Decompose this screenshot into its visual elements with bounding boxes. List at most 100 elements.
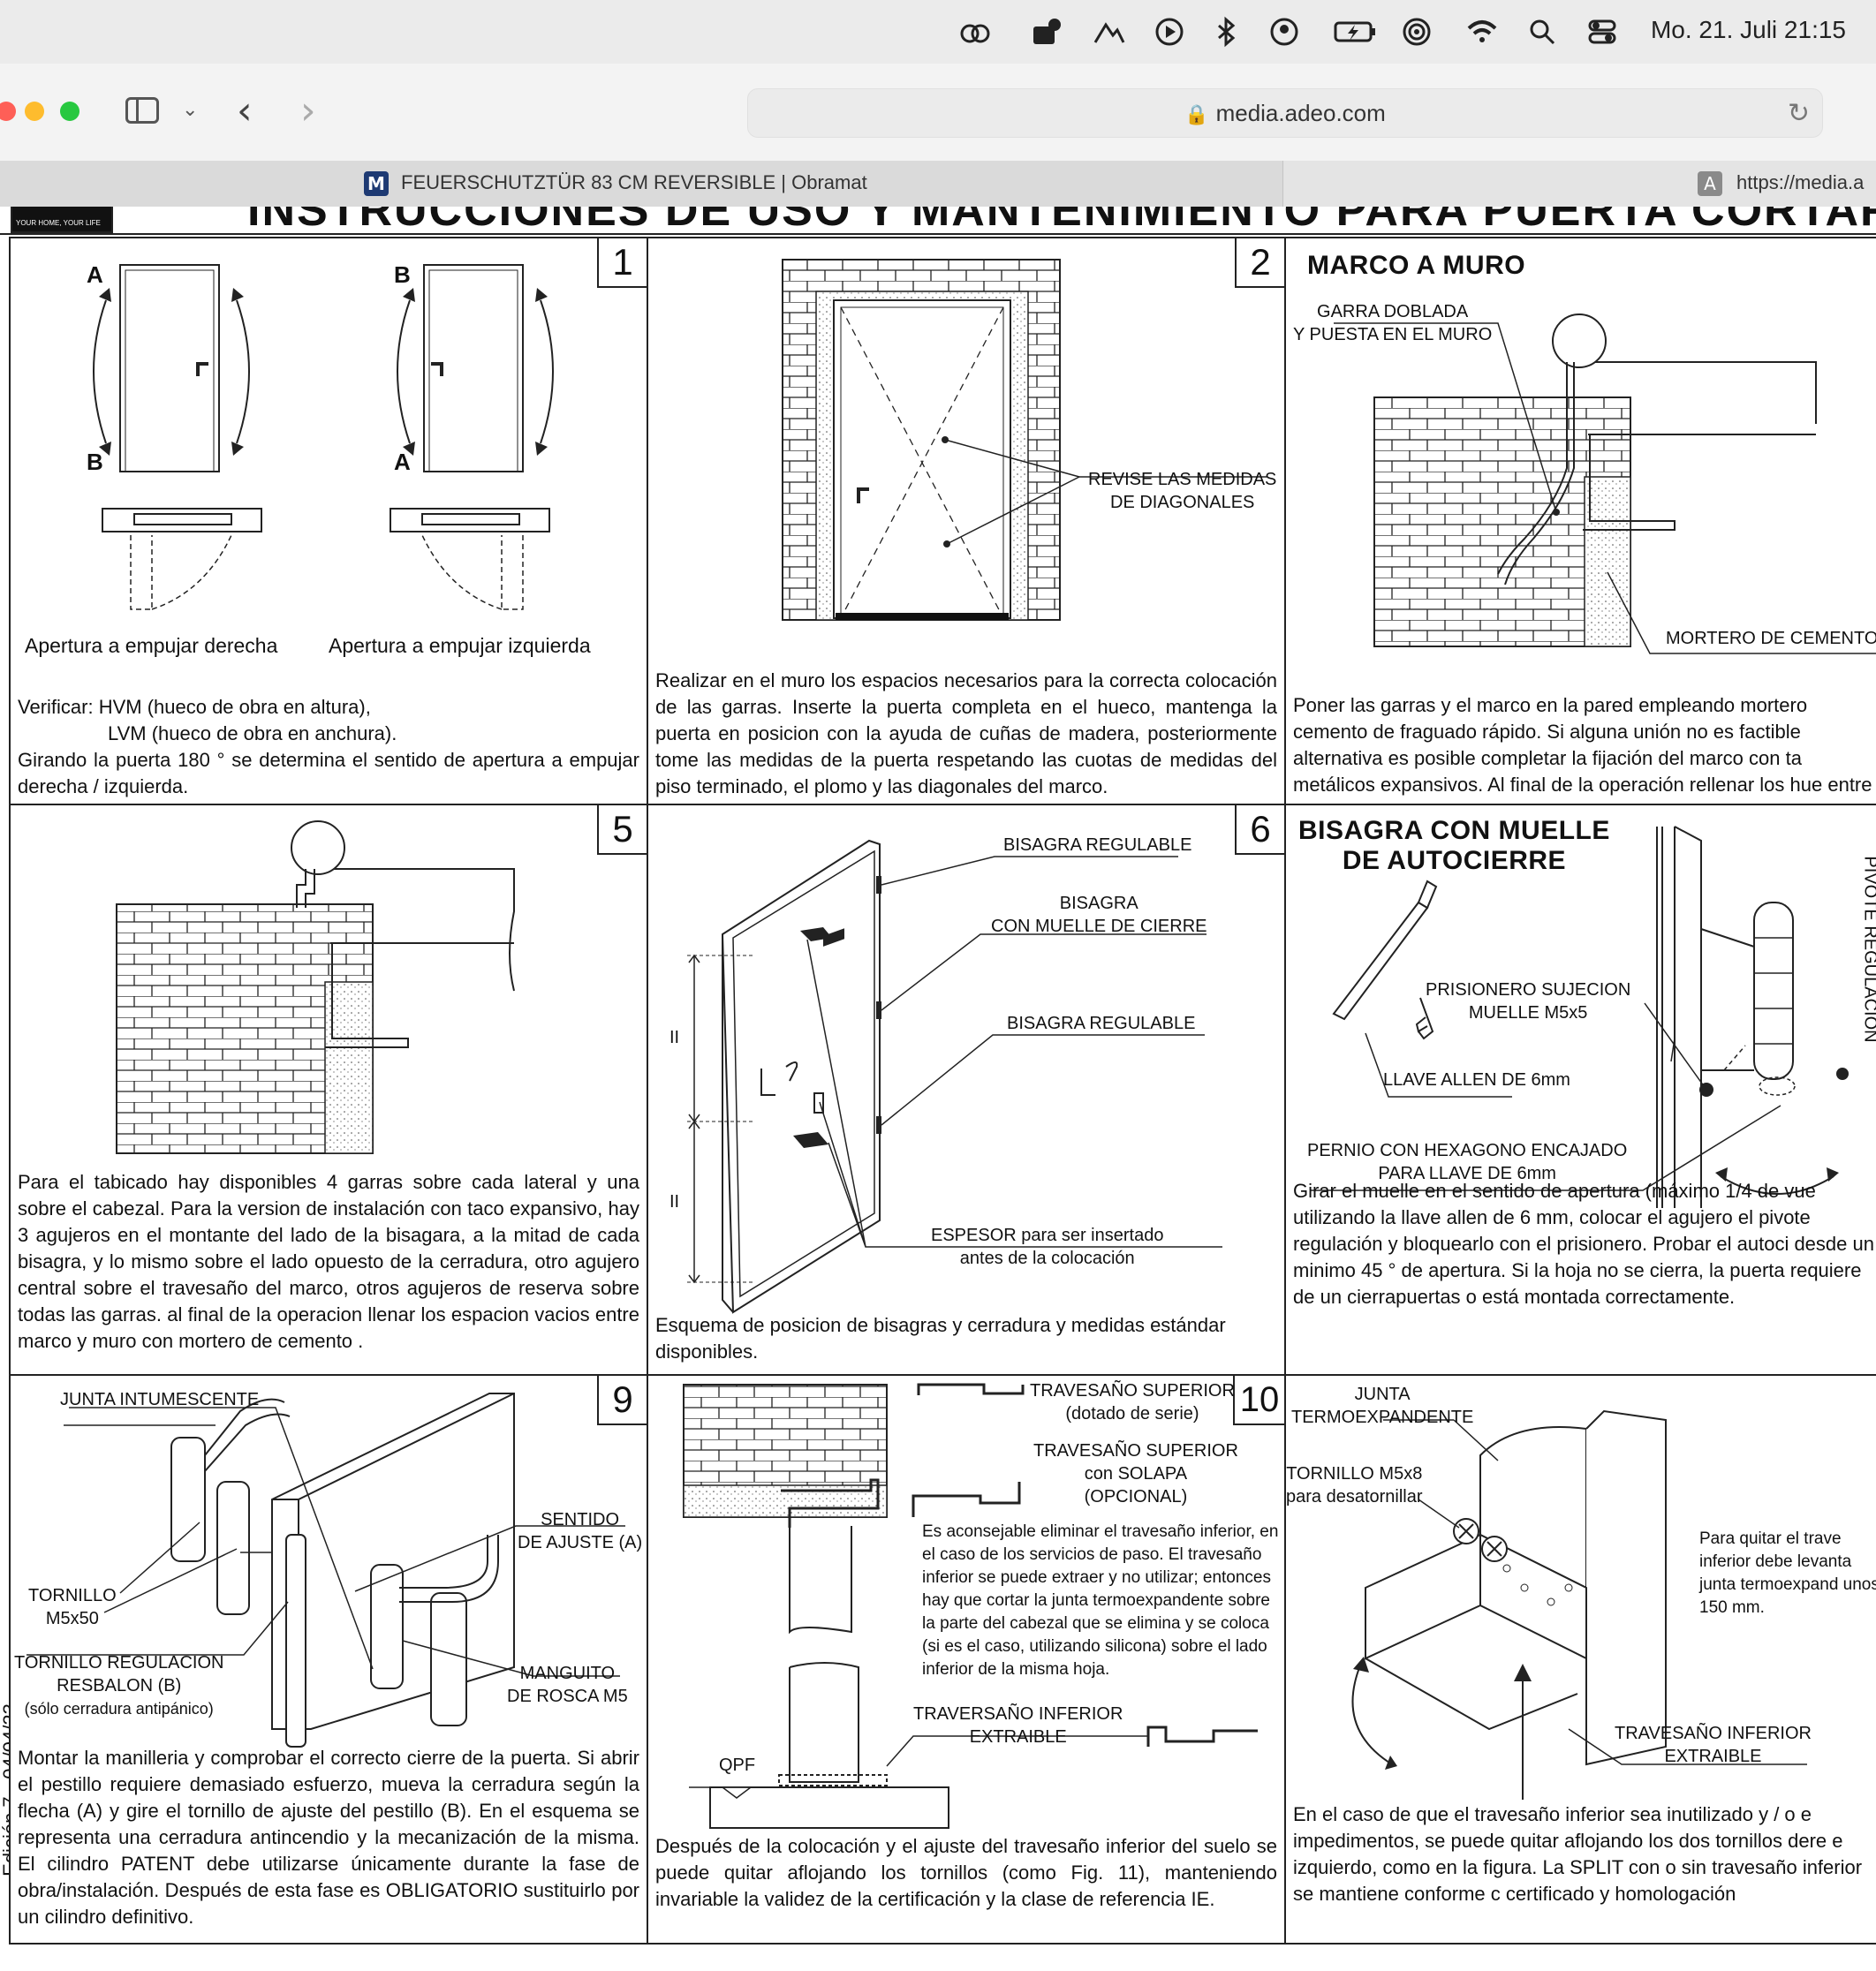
label-dimension: II [669,1192,680,1212]
tab-inactive[interactable]: A https://media.a [1282,161,1876,207]
subtitle-left-opening: Apertura a empujar izquierda [329,634,591,657]
brand-logo: YOUR HOME, YOUR LIFE [11,207,113,233]
reload-icon[interactable]: ↻ [1787,98,1810,129]
dropbox-icon[interactable] [1030,16,1062,48]
panel-caption: Realizar en el muro los espacios necesar… [655,669,1277,797]
callout-screw-m5x8: TORNILLO M5x8 para desatornillar [1286,1464,1423,1507]
panel-number: 1 [597,238,647,288]
label-a: A [87,261,103,288]
control-center-icon[interactable] [1586,16,1618,48]
panel-title: MARCO A MURO [1307,251,1526,280]
zoom-window-button[interactable] [60,102,79,121]
panel-frame-to-wall: MARCO A MURO GARRA DOBLADA Y PUESTA EN E… [1284,237,1876,805]
airdrop-icon[interactable] [1401,16,1433,48]
lock-icon: 🔒 [1184,103,1209,125]
menu-bar: Mo. 21. Juli 21:15 [0,0,1876,64]
tab-label: https://media.a [1736,171,1865,193]
panel-number: 6 [1235,805,1284,855]
tab-label: FEUERSCHUTZTÜR 83 CM REVERSIBLE | Obrama… [401,171,867,193]
panel-2: 2 REVISE LAS MEDIDAS [647,237,1286,805]
panel-number: 9 [597,1376,647,1425]
callout-adjustable-hinge: BISAGRA REGULABLE [1003,835,1192,855]
callout-set-screw: PRISIONERO SUJECION MUELLE M5x5 [1426,980,1631,1023]
callout-hex-pin: PERNIO CON HEXAGONO ENCAJADO PARA LLAVE … [1307,1141,1628,1183]
tab-active[interactable]: M FEUERSCHUTZTÜR 83 CM REVERSIBLE | Obra… [0,161,1283,207]
panel-number: 5 [597,805,647,855]
forward-button[interactable]: › [300,88,316,133]
address-bar[interactable]: 🔒media.adeo.com ↻ [747,88,1823,138]
logo-tagline: YOUR HOME, YOUR LIFE [16,219,101,227]
label-b: B [394,261,411,288]
callout-adjust-direction: SENTIDO DE AJUSTE (A) [518,1510,643,1552]
door-frame-in-wall-diagram [782,259,1267,621]
callout-bottom-rail: TRAVERSAÑO INFERIOR EXTRAIBLE [913,1704,1123,1747]
panel-caption-line: Verificar: HVM (hueco de obra en altura)… [18,696,371,718]
callout-thread-sleeve: MANGUITO DE ROSCA M5 [507,1664,628,1706]
panel-caption: Después de la colocación y el ajuste del… [655,1835,1277,1910]
panel-1: 1 A B [9,237,648,805]
battery-icon[interactable] [1334,16,1376,48]
side-note: Para quitar el trave inferior debe levan… [1699,1529,1876,1617]
play-icon[interactable] [1154,16,1185,48]
panel-bottom-rail-removal: JUNTA TERMOEXPANDENTE TORNILLO M5x8 para… [1284,1374,1876,1945]
label-b: B [87,449,103,475]
minimize-window-button[interactable] [25,102,44,121]
user-icon[interactable] [1268,16,1300,48]
callout-bent-claw: GARRA DOBLADA Y PUESTA EN EL MURO [1293,302,1493,344]
creative-cloud-icon[interactable] [959,16,991,48]
rail-note: Es aconsejable eliminar el travesaño inf… [922,1522,1279,1679]
callout-thickness: ESPESOR para ser insertado antes de la c… [931,1226,1164,1268]
tab-favicon: M [364,171,389,196]
panel-caption: Esquema de posicion de bisagras y cerrad… [655,1314,1226,1363]
wifi-icon[interactable] [1466,16,1498,48]
tab-favicon: A [1698,171,1722,196]
callout-allen-key: LLAVE ALLEN DE 6mm [1383,1070,1570,1090]
header-title: INSTRUCCIONES DE USO Y MANTENIMIENTO PAR… [247,207,1876,236]
callout-bottom-rail: TRAVESAÑO INFERIOR EXTRAIBLE [1615,1724,1812,1766]
panel-caption: Girar el muelle en el sentido de apertur… [1293,1180,1874,1308]
frame-anchor-section-diagram [116,820,515,1154]
close-window-button[interactable] [0,102,16,121]
frame-anchor-diagram [1334,313,1876,654]
label-a: A [394,449,411,475]
url-text: 🔒media.adeo.com [1184,100,1386,126]
chevron-down-icon[interactable]: ⌄ [182,99,199,121]
back-button[interactable]: ‹ [237,88,253,133]
panel-caption: En el caso de que el travesaño inferior … [1293,1803,1863,1905]
panel-number: 2 [1235,238,1284,288]
callout-thermo-seal: JUNTA TERMOEXPANDENTE [1291,1385,1474,1427]
panel-6: 6 II II BISAGRA REGULABLE BISAGRA [647,804,1286,1376]
document-viewer[interactable]: YOUR HOME, YOUR LIFE INSTRUCCIONES DE US… [0,207,1876,1971]
bottom-rail-removal-diagram [1351,1409,1807,1800]
search-icon[interactable] [1526,16,1558,48]
callout-adjustable-hinge: BISAGRA REGULABLE [1007,1014,1196,1033]
panel-caption: Para el tabicado hay disponibles 4 garra… [18,1171,639,1352]
callout-cement-mortar: MORTERO DE CEMENTO [1666,629,1876,648]
panel-caption: Montar la manilleria y comprobar el corr… [18,1747,639,1928]
callout-top-rail: TRAVESAÑO SUPERIOR (dotado de serie) [1030,1381,1235,1424]
callout-top-rail-flap: TRAVESAÑO SUPERIOR con SOLAPA (OPCIONAL) [1033,1441,1238,1507]
callout-diagonals: REVISE LAS MEDIDAS DE DIAGONALES [1088,470,1277,512]
panel-caption-line: LVM (hueco de obra en anchura). [108,722,397,744]
door-opening-diagram [93,264,554,610]
panel-caption: Poner las garras y el marco en la pared … [1293,694,1872,804]
bottom-rail-diagram [683,1383,1258,1829]
panel-caption-line: Girando la puerta 180 ° se determina el … [18,749,639,797]
panel-number: 10 [1233,1376,1284,1425]
label-qpf: QPF [719,1756,756,1775]
bluetooth-icon[interactable] [1210,16,1242,48]
self-closing-hinge-diagram [1311,826,1849,1208]
panel-self-closing-hinge: BISAGRA CON MUELLE DE AUTOCIERRE PRISION… [1284,804,1876,1376]
panel-9: 9 JUNTA INTUMESCENTE SENTIDO DE AJUSTE (… [9,1374,648,1945]
mountain-icon[interactable] [1093,16,1125,48]
sidebar-toggle-icon[interactable] [125,97,159,124]
label-dimension: II [669,1028,680,1047]
hinge-position-diagram [687,839,1222,1314]
subtitle-right-opening: Apertura a empujar derecha [25,634,278,657]
menubar-clock[interactable]: Mo. 21. Juli 21:15 [1650,16,1846,43]
panel-title: BISAGRA CON MUELLE DE AUTOCIERRE [1298,816,1610,875]
panel-10: 10 TRAVESAÑO SUPERIOR (dotado de serie) … [647,1374,1286,1945]
label-pivot-regulation: PIVOTE REGULACION [1860,856,1876,1043]
callout-screw-m5x50: TORNILLO M5x50 [28,1586,117,1628]
callout-intumescent-seal: JUNTA INTUMESCENTE [60,1390,260,1409]
